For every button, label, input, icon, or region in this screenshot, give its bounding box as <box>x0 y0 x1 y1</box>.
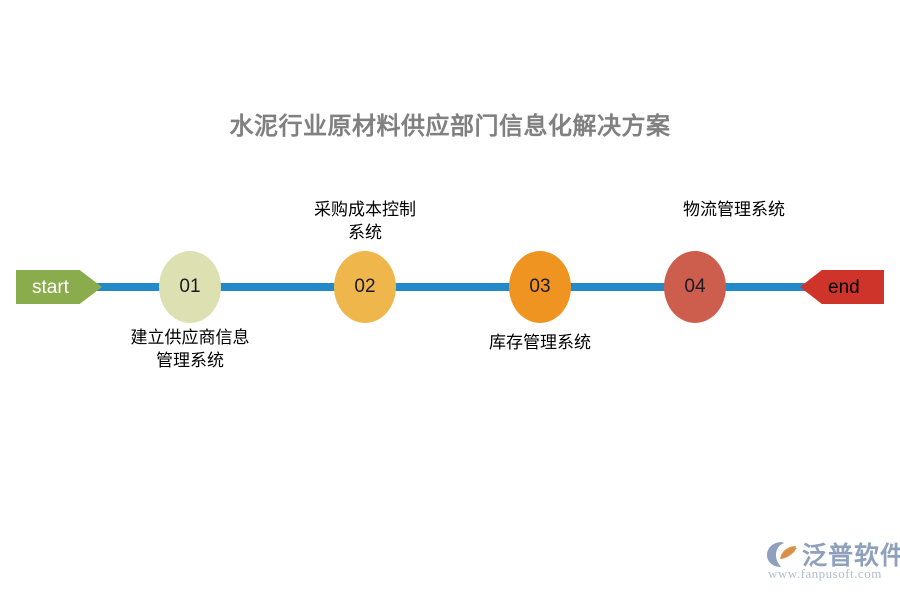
timeline-track-segment-3 <box>379 283 526 291</box>
timeline-node-04-number: 04 <box>684 276 706 297</box>
timeline-node-01[interactable]: 01 <box>159 251 221 323</box>
timeline-node-02[interactable]: 02 <box>334 251 396 323</box>
start-marker-label: start <box>32 276 69 298</box>
page-title: 水泥行业原材料供应部门信息化解决方案 <box>229 113 671 140</box>
timeline-track-segment-5 <box>709 283 806 291</box>
timeline-node-04-label: 物流管理系统 <box>683 200 785 219</box>
timeline-node-03[interactable]: 03 <box>509 251 571 323</box>
timeline-node-03-label: 库存管理系统 <box>489 333 591 352</box>
timeline-node-03-number: 03 <box>529 276 551 297</box>
fanpu-logo-watermark: 泛普软件 www.fanpusoft.com <box>766 536 900 586</box>
timeline-node-01-number: 01 <box>179 276 201 297</box>
fanpu-logo-icon <box>766 540 800 568</box>
timeline-track-segment-2 <box>204 283 351 291</box>
fanpu-logo-url: www.fanpusoft.com <box>768 566 882 581</box>
end-marker-label: end <box>828 276 860 298</box>
timeline-node-04[interactable]: 04 <box>664 251 726 323</box>
start-marker[interactable]: start <box>16 270 102 304</box>
timeline-track-segment-4 <box>554 283 681 291</box>
end-marker[interactable]: end <box>800 270 884 304</box>
timeline-node-02-label: 采购成本控制 系统 <box>314 200 416 242</box>
timeline-track-segment-1 <box>96 283 176 291</box>
timeline-node-02-number: 02 <box>354 276 376 297</box>
timeline-node-01-label: 建立供应商信息 管理系统 <box>130 328 250 370</box>
fanpu-logo-name: 泛普软件 <box>802 542 900 570</box>
